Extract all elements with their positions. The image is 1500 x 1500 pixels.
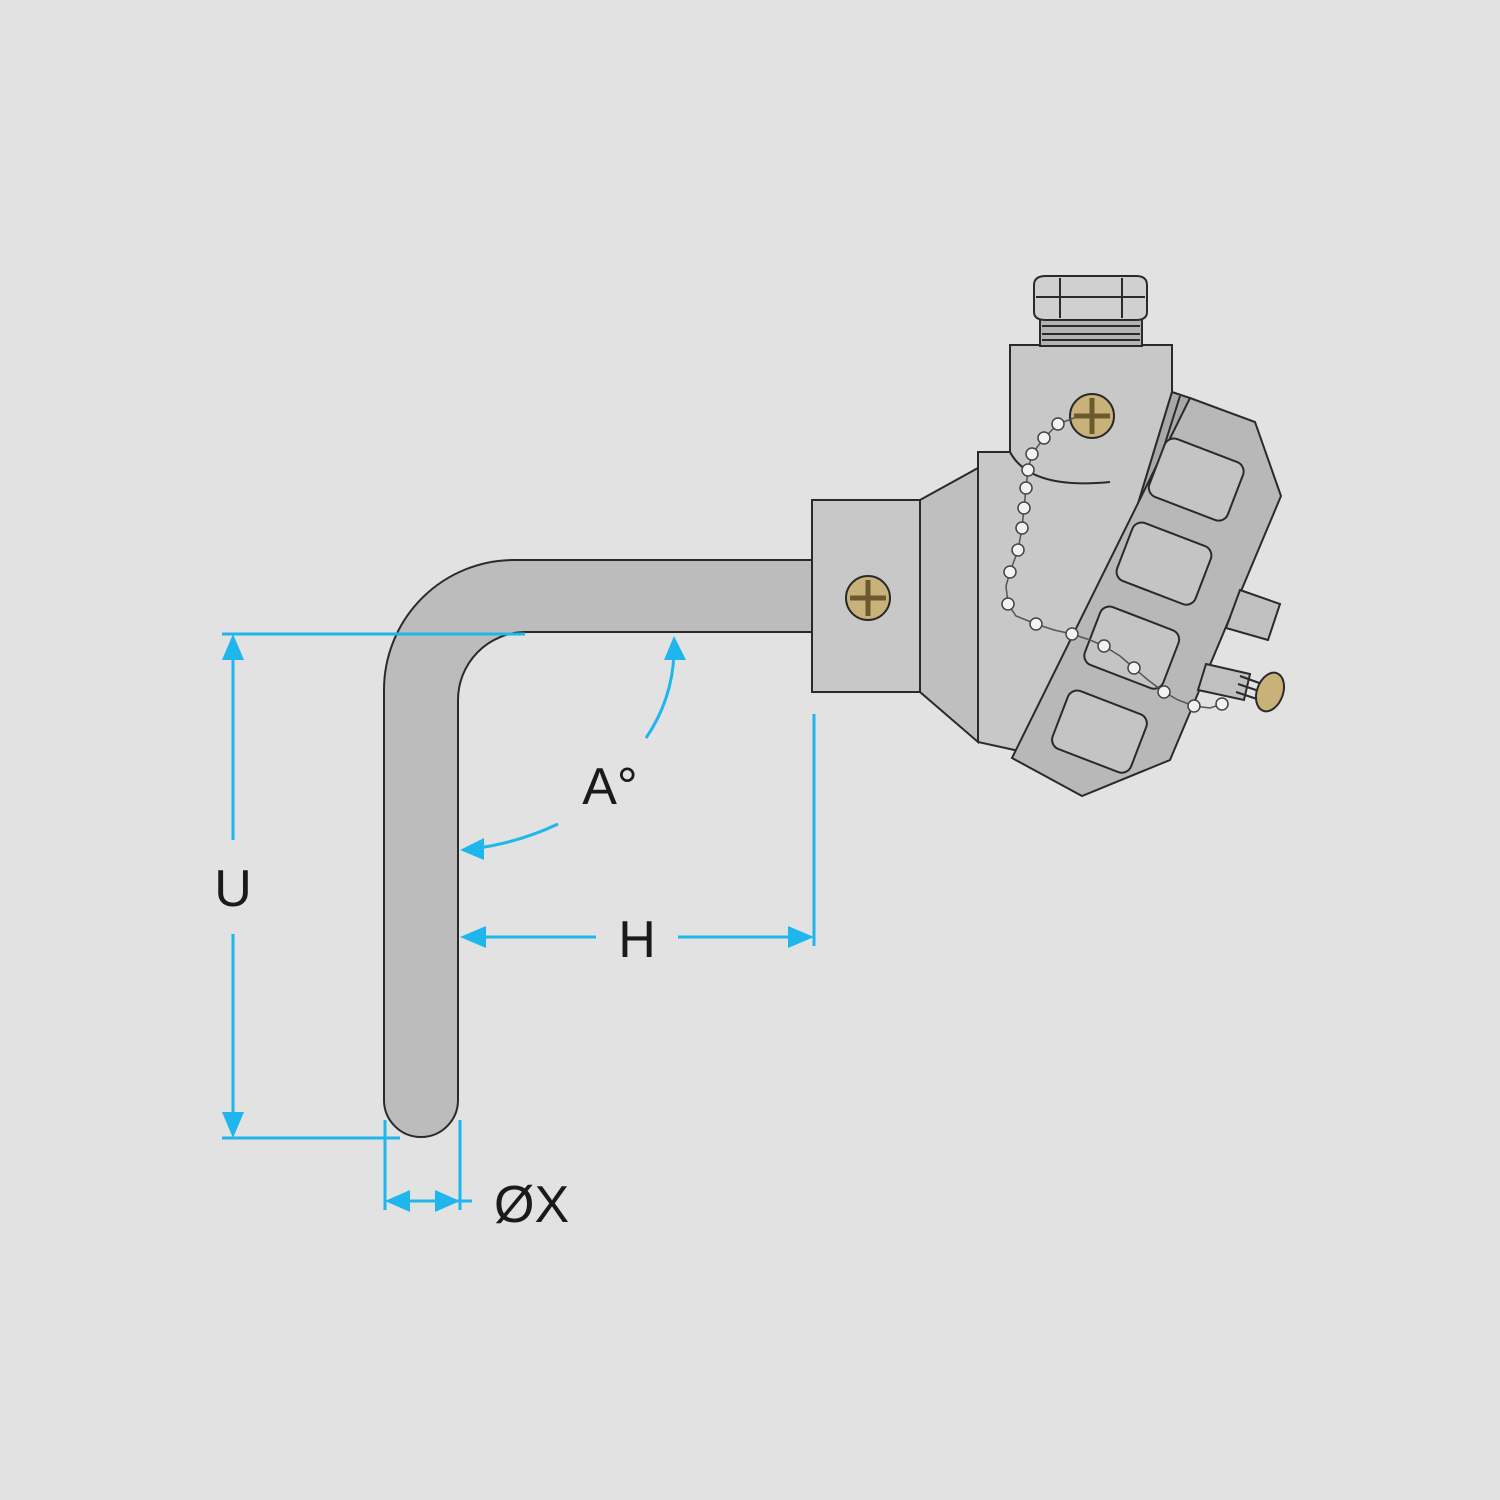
u-arrow-top bbox=[222, 634, 244, 660]
connection-head bbox=[811, 275, 1286, 798]
h-label: H bbox=[618, 911, 656, 969]
chain-beads bbox=[1001, 417, 1229, 713]
angle-arrow-top bbox=[664, 636, 686, 660]
angle-arc-upper bbox=[644, 653, 676, 739]
cover-rib bbox=[1083, 605, 1181, 690]
dimension-u: U bbox=[214, 632, 525, 1140]
housing-screw-slot bbox=[1074, 398, 1110, 434]
diameter-label: ØX bbox=[494, 1176, 569, 1234]
angle-arc-lower bbox=[477, 822, 559, 850]
cover-rib bbox=[1147, 437, 1245, 522]
dimension-h: H bbox=[460, 714, 816, 969]
h-arrow-left bbox=[460, 926, 486, 948]
cover-rib bbox=[1115, 521, 1213, 606]
gland-hex-facets bbox=[1036, 278, 1145, 318]
h-arrow-right bbox=[788, 926, 814, 948]
lock-screw-head-icon bbox=[1254, 671, 1286, 713]
gland-threads bbox=[1042, 325, 1140, 341]
head-taper bbox=[919, 466, 979, 745]
head-housing bbox=[977, 344, 1173, 762]
housing-curve bbox=[1009, 451, 1111, 485]
neck-screw-slot bbox=[850, 580, 886, 616]
angle-label: A° bbox=[582, 758, 637, 816]
bent-tube bbox=[383, 559, 813, 1138]
x-arrow-left bbox=[385, 1190, 410, 1212]
gland-base bbox=[1039, 317, 1143, 347]
lock-screw-shank bbox=[1196, 662, 1252, 702]
angle-arrow-left bbox=[460, 838, 484, 860]
dimension-diameter: ØX bbox=[383, 1120, 569, 1234]
cover-ribs bbox=[1051, 437, 1245, 774]
u-arrow-bottom bbox=[222, 1112, 244, 1138]
dimension-angle: A° bbox=[460, 636, 686, 860]
u-label: U bbox=[214, 860, 252, 918]
cover-tab bbox=[1224, 588, 1282, 642]
cover-rib bbox=[1051, 689, 1148, 774]
x-arrow-right bbox=[435, 1190, 460, 1212]
